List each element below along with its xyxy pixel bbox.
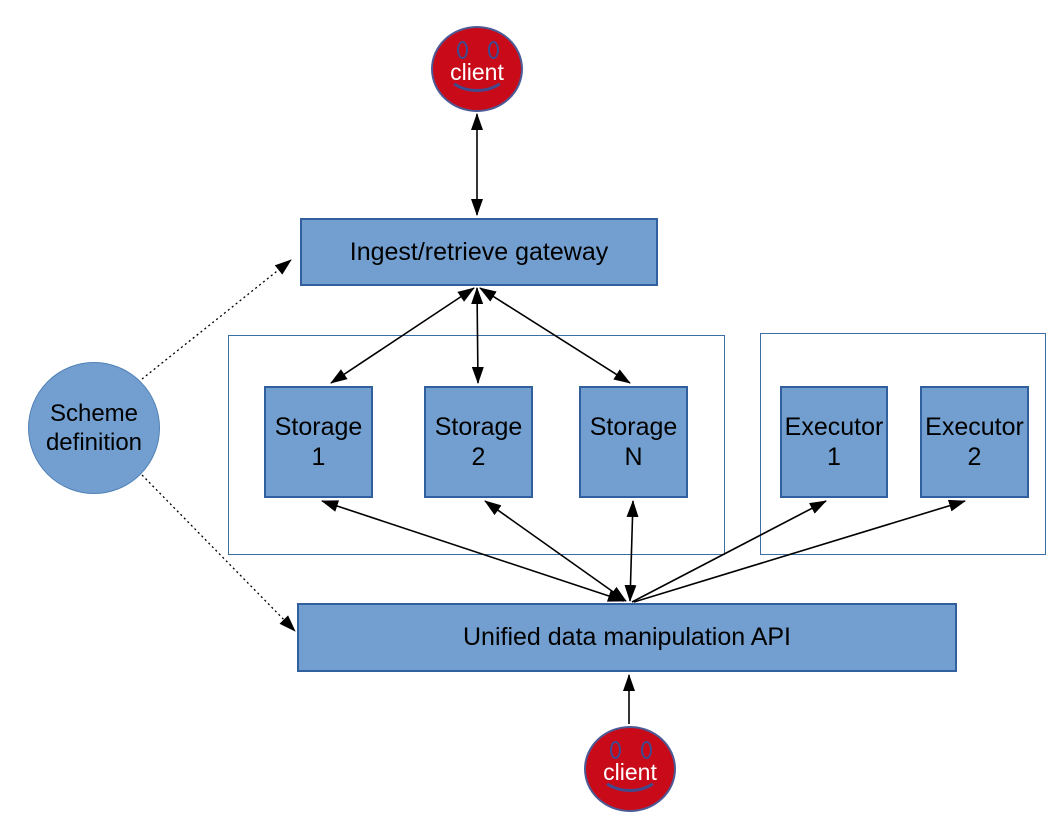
client-bottom-node: client bbox=[584, 726, 676, 812]
unified-data-manipulation-api-node: Unified data manipulation API bbox=[297, 603, 957, 672]
smiley-mouth-icon bbox=[599, 752, 661, 792]
executor-1-label: Executor 1 bbox=[784, 412, 884, 472]
storage-1-node: Storage 1 bbox=[264, 386, 373, 498]
scheme-definition-label: Scheme definition bbox=[45, 399, 143, 456]
storage-n-node: Storage N bbox=[579, 386, 688, 498]
executor-1-node: Executor 1 bbox=[780, 386, 888, 498]
storage-1-label: Storage 1 bbox=[274, 412, 363, 472]
ingest-retrieve-gateway-label: Ingest/retrieve gateway bbox=[349, 237, 609, 266]
executor-2-label: Executor 2 bbox=[925, 412, 1024, 472]
ingest-retrieve-gateway-node: Ingest/retrieve gateway bbox=[300, 218, 658, 286]
storage-n-label: Storage N bbox=[589, 412, 678, 472]
storage-2-node: Storage 2 bbox=[424, 386, 533, 498]
unified-data-manipulation-api-label: Unified data manipulation API bbox=[463, 623, 791, 652]
executor-2-node: Executor 2 bbox=[920, 386, 1029, 498]
client-top-node: client bbox=[431, 26, 523, 112]
smiley-mouth-icon bbox=[446, 52, 508, 92]
client-top-label: client bbox=[450, 58, 504, 85]
client-bottom-label: client bbox=[603, 758, 657, 785]
scheme-definition-node: Scheme definition bbox=[28, 362, 160, 494]
storage-2-label: Storage 2 bbox=[434, 412, 523, 472]
